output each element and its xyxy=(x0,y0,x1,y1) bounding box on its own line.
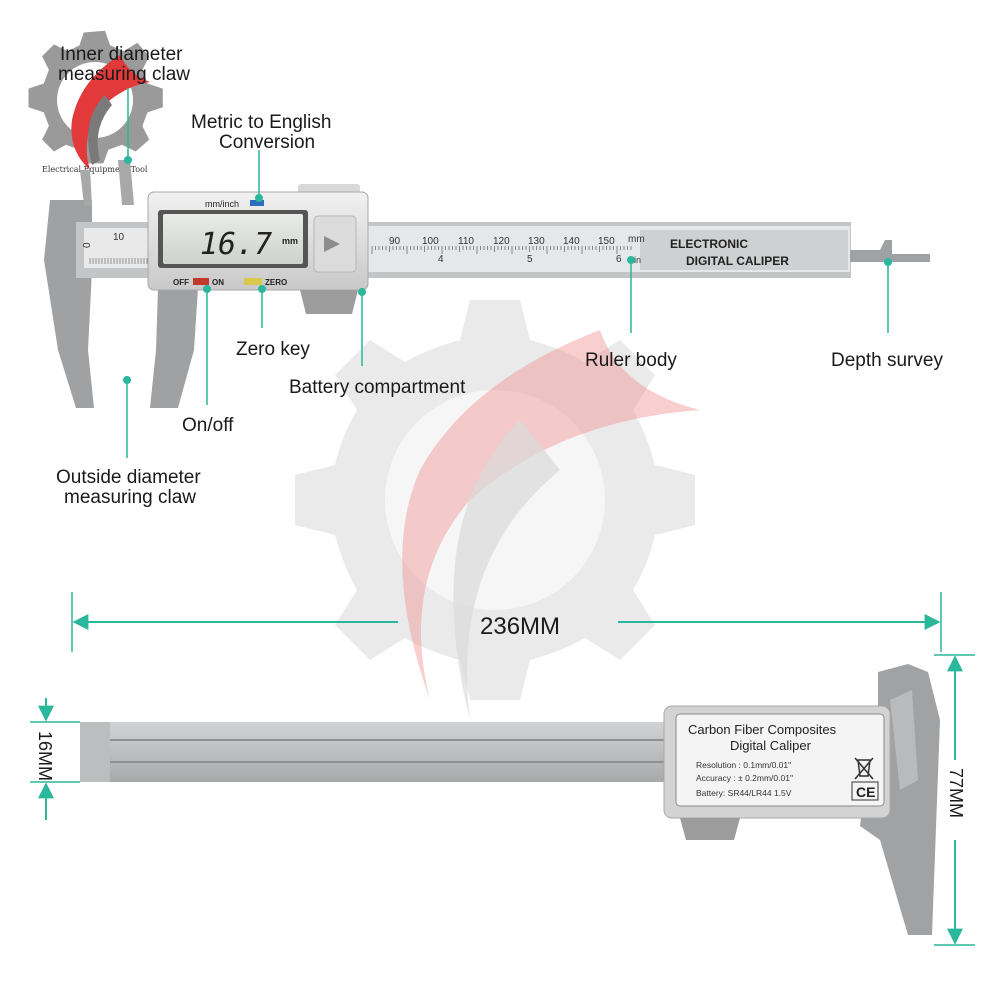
jaw-scale-strip xyxy=(84,228,154,268)
off-label: OFF xyxy=(173,278,189,287)
caliper-front-view: 0 10 90 100 110 120 130 140 150 mm 4 5 6… xyxy=(44,160,930,408)
zero-label: ZERO xyxy=(265,278,287,287)
spec-accuracy: Accuracy : ± 0.2mm/0.01" xyxy=(696,773,793,783)
callout-ruler: Ruler body xyxy=(585,350,677,371)
inner-moving-claw xyxy=(118,160,134,205)
callout-depth: Depth survey xyxy=(831,350,943,371)
ce-mark: CE xyxy=(856,784,875,800)
callout-dot xyxy=(358,288,366,296)
zero-button[interactable] xyxy=(244,278,262,285)
caliper-back-view: Carbon Fiber Composites Digital Caliper … xyxy=(80,664,940,935)
mm-label: 90 xyxy=(389,236,401,247)
on-label: ON xyxy=(212,278,224,287)
callout-onoff: On/off xyxy=(182,415,234,436)
callout-dot xyxy=(255,194,263,202)
weee-bin-icon xyxy=(854,757,874,780)
height-dimension: 77MM xyxy=(934,654,975,946)
callout-battery: Battery compartment xyxy=(289,377,466,398)
mm-unit-label: mm xyxy=(628,234,645,245)
jaw-scale-zero: 0 xyxy=(82,242,93,248)
brand-plate xyxy=(640,230,848,270)
inch-unit-label: in xyxy=(634,255,641,265)
mm-label: 100 xyxy=(422,236,439,247)
spec-battery: Battery: SR44/LR44 1.5V xyxy=(696,788,792,798)
callout-zero-key: Zero key xyxy=(236,339,310,360)
ruler-ticks xyxy=(89,246,632,264)
callout-dot xyxy=(123,376,131,384)
watermark-gear-logo xyxy=(295,300,700,720)
thumb-wheel xyxy=(300,290,358,314)
back-bar-end-cap xyxy=(80,722,110,782)
logo-caption: Electrical Equipment Tool xyxy=(42,165,148,174)
spec-label-plate xyxy=(675,713,885,807)
ce-mark-box xyxy=(851,781,879,801)
length-value: 236MM xyxy=(480,613,560,640)
callout-outside-claw-l1: Outside diameter xyxy=(56,467,201,488)
callout-dot xyxy=(124,156,132,164)
lcd-reading: 16.7 xyxy=(200,227,272,262)
spec-title-1: Carbon Fiber Composites xyxy=(688,722,837,737)
inch-label: 4 xyxy=(438,254,444,265)
callout-dot xyxy=(884,258,892,266)
lcd-unit: mm xyxy=(282,236,298,246)
callout-lines xyxy=(123,88,892,458)
mm-scale-labels: 90 100 110 120 130 140 150 mm xyxy=(389,234,645,247)
height-value: 77MM xyxy=(946,768,966,818)
callout-inner-claw-l2: measuring claw xyxy=(58,64,190,85)
callout-labels: Inner diameter measuring claw Metric to … xyxy=(56,44,943,508)
lcd-screen xyxy=(163,214,303,264)
brand-line-2: DIGITAL CALIPER xyxy=(686,254,789,268)
play-icon xyxy=(324,236,340,252)
brand-line-1: ELECTRONIC xyxy=(670,237,748,251)
outside-moving-jaw xyxy=(150,288,198,408)
callout-inner-claw-l1: Inner diameter xyxy=(60,44,183,65)
callout-metric-l1: Metric to English xyxy=(191,112,331,133)
callout-outside-claw-l2: measuring claw xyxy=(64,487,196,508)
thickness-dimension: 16MM xyxy=(30,698,80,820)
depth-rod xyxy=(850,240,930,262)
callout-metric-l2: Conversion xyxy=(219,132,315,153)
inch-scale-labels: 4 5 6 in xyxy=(438,254,641,265)
spec-resolution: Resolution : 0.1mm/0.01" xyxy=(696,760,791,770)
spec-title-2: Digital Caliper xyxy=(730,738,812,753)
inch-label: 6 xyxy=(616,254,622,265)
mm-label: 130 xyxy=(528,236,545,247)
back-ruler-bar xyxy=(80,722,680,782)
unit-toggle-button[interactable] xyxy=(250,200,264,206)
lcd-mode-label: mm/inch xyxy=(205,199,239,209)
callout-dot xyxy=(258,285,266,293)
mm-label: 150 xyxy=(598,236,615,247)
mm-label: 120 xyxy=(493,236,510,247)
brand-logo xyxy=(28,30,163,170)
thickness-value: 16MM xyxy=(35,731,55,781)
callout-dot xyxy=(627,256,635,264)
inner-fixed-claw xyxy=(80,170,92,205)
length-dimension: 236MM xyxy=(71,592,942,652)
inch-label: 5 xyxy=(527,254,533,265)
callout-dot xyxy=(203,285,211,293)
jaw-scale-ten: 10 xyxy=(113,232,125,243)
back-jaw-inner xyxy=(890,690,918,790)
back-thumb-wheel xyxy=(680,818,740,840)
mm-label: 110 xyxy=(458,236,474,247)
mm-label: 140 xyxy=(563,236,580,247)
onoff-button[interactable] xyxy=(193,278,209,285)
